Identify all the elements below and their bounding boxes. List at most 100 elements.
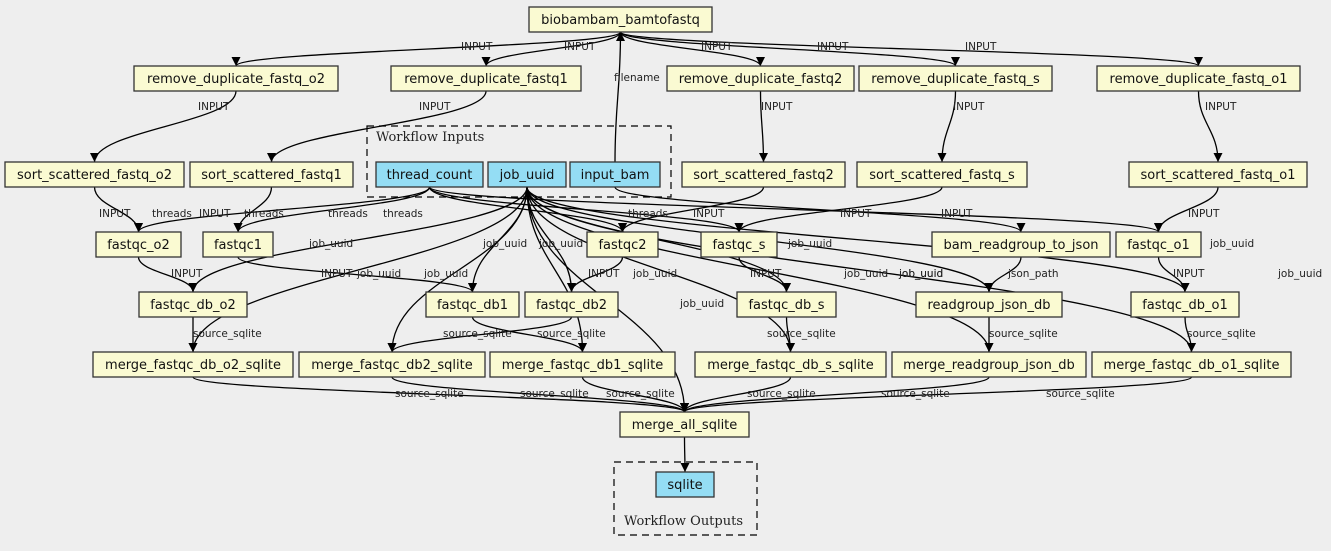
node-label: fastqc_db_s — [748, 298, 824, 313]
edge-label: INPUT — [588, 268, 620, 280]
edge-label: INPUT — [171, 268, 203, 280]
node-merge-all-sqlite[interactable]: merge_all_sqlite — [619, 411, 750, 438]
node-sort-scattered-fastq2[interactable]: sort_scattered_fastq2 — [681, 161, 846, 188]
edge-job_uuid-to-merge_fastqc_db_s_sqlite — [526, 186, 795, 353]
node-label: bam_readgroup_to_json — [943, 238, 1098, 253]
node-remove-duplicate-fastq-s[interactable]: remove_duplicate_fastq_s — [858, 65, 1053, 92]
edge-merge_fastqc_db2_sqlite-to-merge_all_sqlite — [391, 376, 689, 413]
edge-label: job_uuid — [843, 268, 888, 280]
node-remove-duplicate-fastq1[interactable]: remove_duplicate_fastq1 — [390, 65, 582, 92]
node-label: fastqc_o1 — [1127, 238, 1190, 253]
edge-job_uuid-to-merge_readgroup_json_db — [526, 186, 994, 353]
edge-merge_all_sqlite-to-sqlite — [680, 436, 690, 473]
node-job-uuid[interactable]: job_uuid — [487, 161, 567, 188]
node-fastqc2[interactable]: fastqc2 — [586, 231, 659, 258]
workflow-outputs-label: Workflow Outputs — [624, 514, 743, 529]
node-sort-scattered-fastq-s[interactable]: sort_scattered_fastq_s — [856, 161, 1028, 188]
edge-label: INPUT — [941, 208, 973, 220]
edge-sort_scattered_fastq2-to-fastqc2 — [618, 186, 765, 233]
edge-label: INPUT — [461, 41, 493, 53]
edge-sort_scattered_fastq_s-to-fastqc_s — [734, 186, 943, 233]
node-fastqc-db2[interactable]: fastqc_db2 — [524, 291, 619, 318]
edge-merge_fastqc_db_o2_sqlite-to-merge_all_sqlite — [192, 376, 689, 413]
edge-label: source_sqlite — [193, 328, 262, 340]
node-merge-fastqc-db-o2-sqlite[interactable]: merge_fastqc_db_o2_sqlite — [92, 351, 294, 378]
edge-label: threads — [628, 208, 668, 220]
node-remove-duplicate-fastq2[interactable]: remove_duplicate_fastq2 — [666, 65, 855, 92]
edge-input_bam-to-bam_readgroup_to_json — [614, 186, 1026, 233]
edge-label: source_sqlite — [606, 388, 675, 400]
node-label: remove_duplicate_fastq_s — [871, 72, 1040, 87]
node-remove-duplicate-fastq-o1[interactable]: remove_duplicate_fastq_o1 — [1096, 65, 1301, 92]
node-label: remove_duplicate_fastq_o2 — [147, 72, 325, 87]
edge-job_uuid-to-merge_fastqc_db1_sqlite — [526, 186, 587, 353]
node-fastqc-o1[interactable]: fastqc_o1 — [1115, 231, 1202, 258]
node-label: sort_scattered_fastq1 — [201, 168, 342, 183]
edge-job_uuid-to-merge_fastqc_db_o1_sqlite — [526, 186, 1196, 353]
node-sort-scattered-fastq1[interactable]: sort_scattered_fastq1 — [189, 161, 354, 188]
node-label: job_uuid — [499, 168, 555, 183]
edge-remove_duplicate_fastq_s-to-sort_scattered_fastq_s — [937, 90, 957, 163]
node-label: merge_fastqc_db_s_sqlite — [707, 358, 873, 373]
edge-merge_readgroup_json_db-to-merge_all_sqlite — [680, 376, 990, 413]
node-bam-readgroup-to-json[interactable]: bam_readgroup_to_json — [931, 231, 1111, 258]
node-sqlite[interactable]: sqlite — [655, 471, 715, 498]
node-label: merge_fastqc_db1_sqlite — [502, 358, 663, 373]
node-fastqc-db1[interactable]: fastqc_db1 — [425, 291, 520, 318]
edge-label: source_sqlite — [520, 388, 589, 400]
edge-input_bam-to-biobambam_bamtofastq — [614, 31, 625, 163]
node-label: merge_fastqc_db_o1_sqlite — [1104, 358, 1280, 373]
node-merge-fastqc-db-s-sqlite[interactable]: merge_fastqc_db_s_sqlite — [694, 351, 887, 378]
node-merge-fastqc-db-o1-sqlite[interactable]: merge_fastqc_db_o1_sqlite — [1091, 351, 1292, 378]
edge-label: INPUT — [1205, 101, 1237, 113]
edge-label: INPUT — [199, 208, 231, 220]
edge-label: source_sqlite — [767, 328, 836, 340]
node-merge-readgroup-json-db[interactable]: merge_readgroup_json_db — [891, 351, 1087, 378]
node-label: sort_scattered_fastq_s — [869, 168, 1015, 183]
edge-job_uuid-to-fastqc_db_o2 — [188, 186, 528, 293]
node-thread-count[interactable]: thread_count — [375, 161, 484, 188]
node-sort-scattered-fastq-o1[interactable]: sort_scattered_fastq_o1 — [1128, 161, 1308, 188]
edge-label: json_path — [1007, 268, 1059, 280]
edge-thread_count-to-fastqc1 — [233, 186, 431, 233]
edge-label: job_uuid — [898, 268, 943, 280]
node-label: readgroup_json_db — [927, 298, 1050, 313]
edge-label: job_uuid — [1209, 238, 1254, 250]
edge-label: INPUT — [99, 208, 131, 220]
edge-remove_duplicate_fastq_o1-to-sort_scattered_fastq_o1 — [1197, 90, 1223, 163]
edge-label: INPUT — [701, 41, 733, 53]
node-merge-fastqc-db1-sqlite[interactable]: merge_fastqc_db1_sqlite — [489, 351, 676, 378]
edge-label: INPUT — [965, 41, 997, 53]
node-fastqc-s[interactable]: fastqc_s — [700, 231, 778, 258]
node-label: remove_duplicate_fastq1 — [404, 72, 567, 87]
edge-biobambam_bamtofastq-to-remove_duplicate_fastq2 — [619, 31, 765, 67]
edge-biobambam_bamtofastq-to-remove_duplicate_fastq_o1 — [619, 31, 1203, 67]
edge-job_uuid-to-fastqc_db_o1 — [526, 186, 1190, 293]
node-fastqc-db-o1[interactable]: fastqc_db_o1 — [1130, 291, 1240, 318]
edge-label: job_uuid — [538, 238, 583, 250]
node-biobambam-bamtofastq[interactable]: biobambam_bamtofastq — [528, 6, 713, 33]
node-readgroup-json-db[interactable]: readgroup_json_db — [915, 291, 1063, 318]
node-fastqc-o2[interactable]: fastqc_o2 — [95, 231, 182, 258]
node-label: remove_duplicate_fastq2 — [679, 72, 842, 87]
node-fastqc1[interactable]: fastqc1 — [202, 231, 274, 258]
node-merge-fastqc-db2-sqlite[interactable]: merge_fastqc_db2_sqlite — [298, 351, 486, 378]
node-label: fastqc_db1 — [437, 298, 508, 313]
node-fastqc-db-s[interactable]: fastqc_db_s — [736, 291, 837, 318]
node-fastqc-db-o2[interactable]: fastqc_db_o2 — [138, 291, 248, 318]
workflow-inputs-label: Workflow Inputs — [376, 130, 484, 145]
node-sort-scattered-fastq-o2[interactable]: sort_scattered_fastq_o2 — [4, 161, 185, 188]
edge-biobambam_bamtofastq-to-remove_duplicate_fastq_o2 — [231, 31, 622, 67]
edge-label: job_uuid — [1277, 268, 1322, 280]
node-input-bam[interactable]: input_bam — [569, 161, 661, 188]
node-label: sort_scattered_fastq_o2 — [17, 168, 172, 183]
edge-label: job_uuid — [308, 238, 353, 250]
edge-label: job_uuid — [482, 238, 527, 250]
edge-label: INPUT — [321, 268, 353, 280]
node-label: sqlite — [667, 478, 702, 493]
edge-label: job_uuid — [632, 268, 677, 280]
edge-label: job_uuid — [423, 268, 468, 280]
node-remove-duplicate-fastq-o2[interactable]: remove_duplicate_fastq_o2 — [133, 65, 339, 92]
node-label: thread_count — [387, 168, 473, 183]
